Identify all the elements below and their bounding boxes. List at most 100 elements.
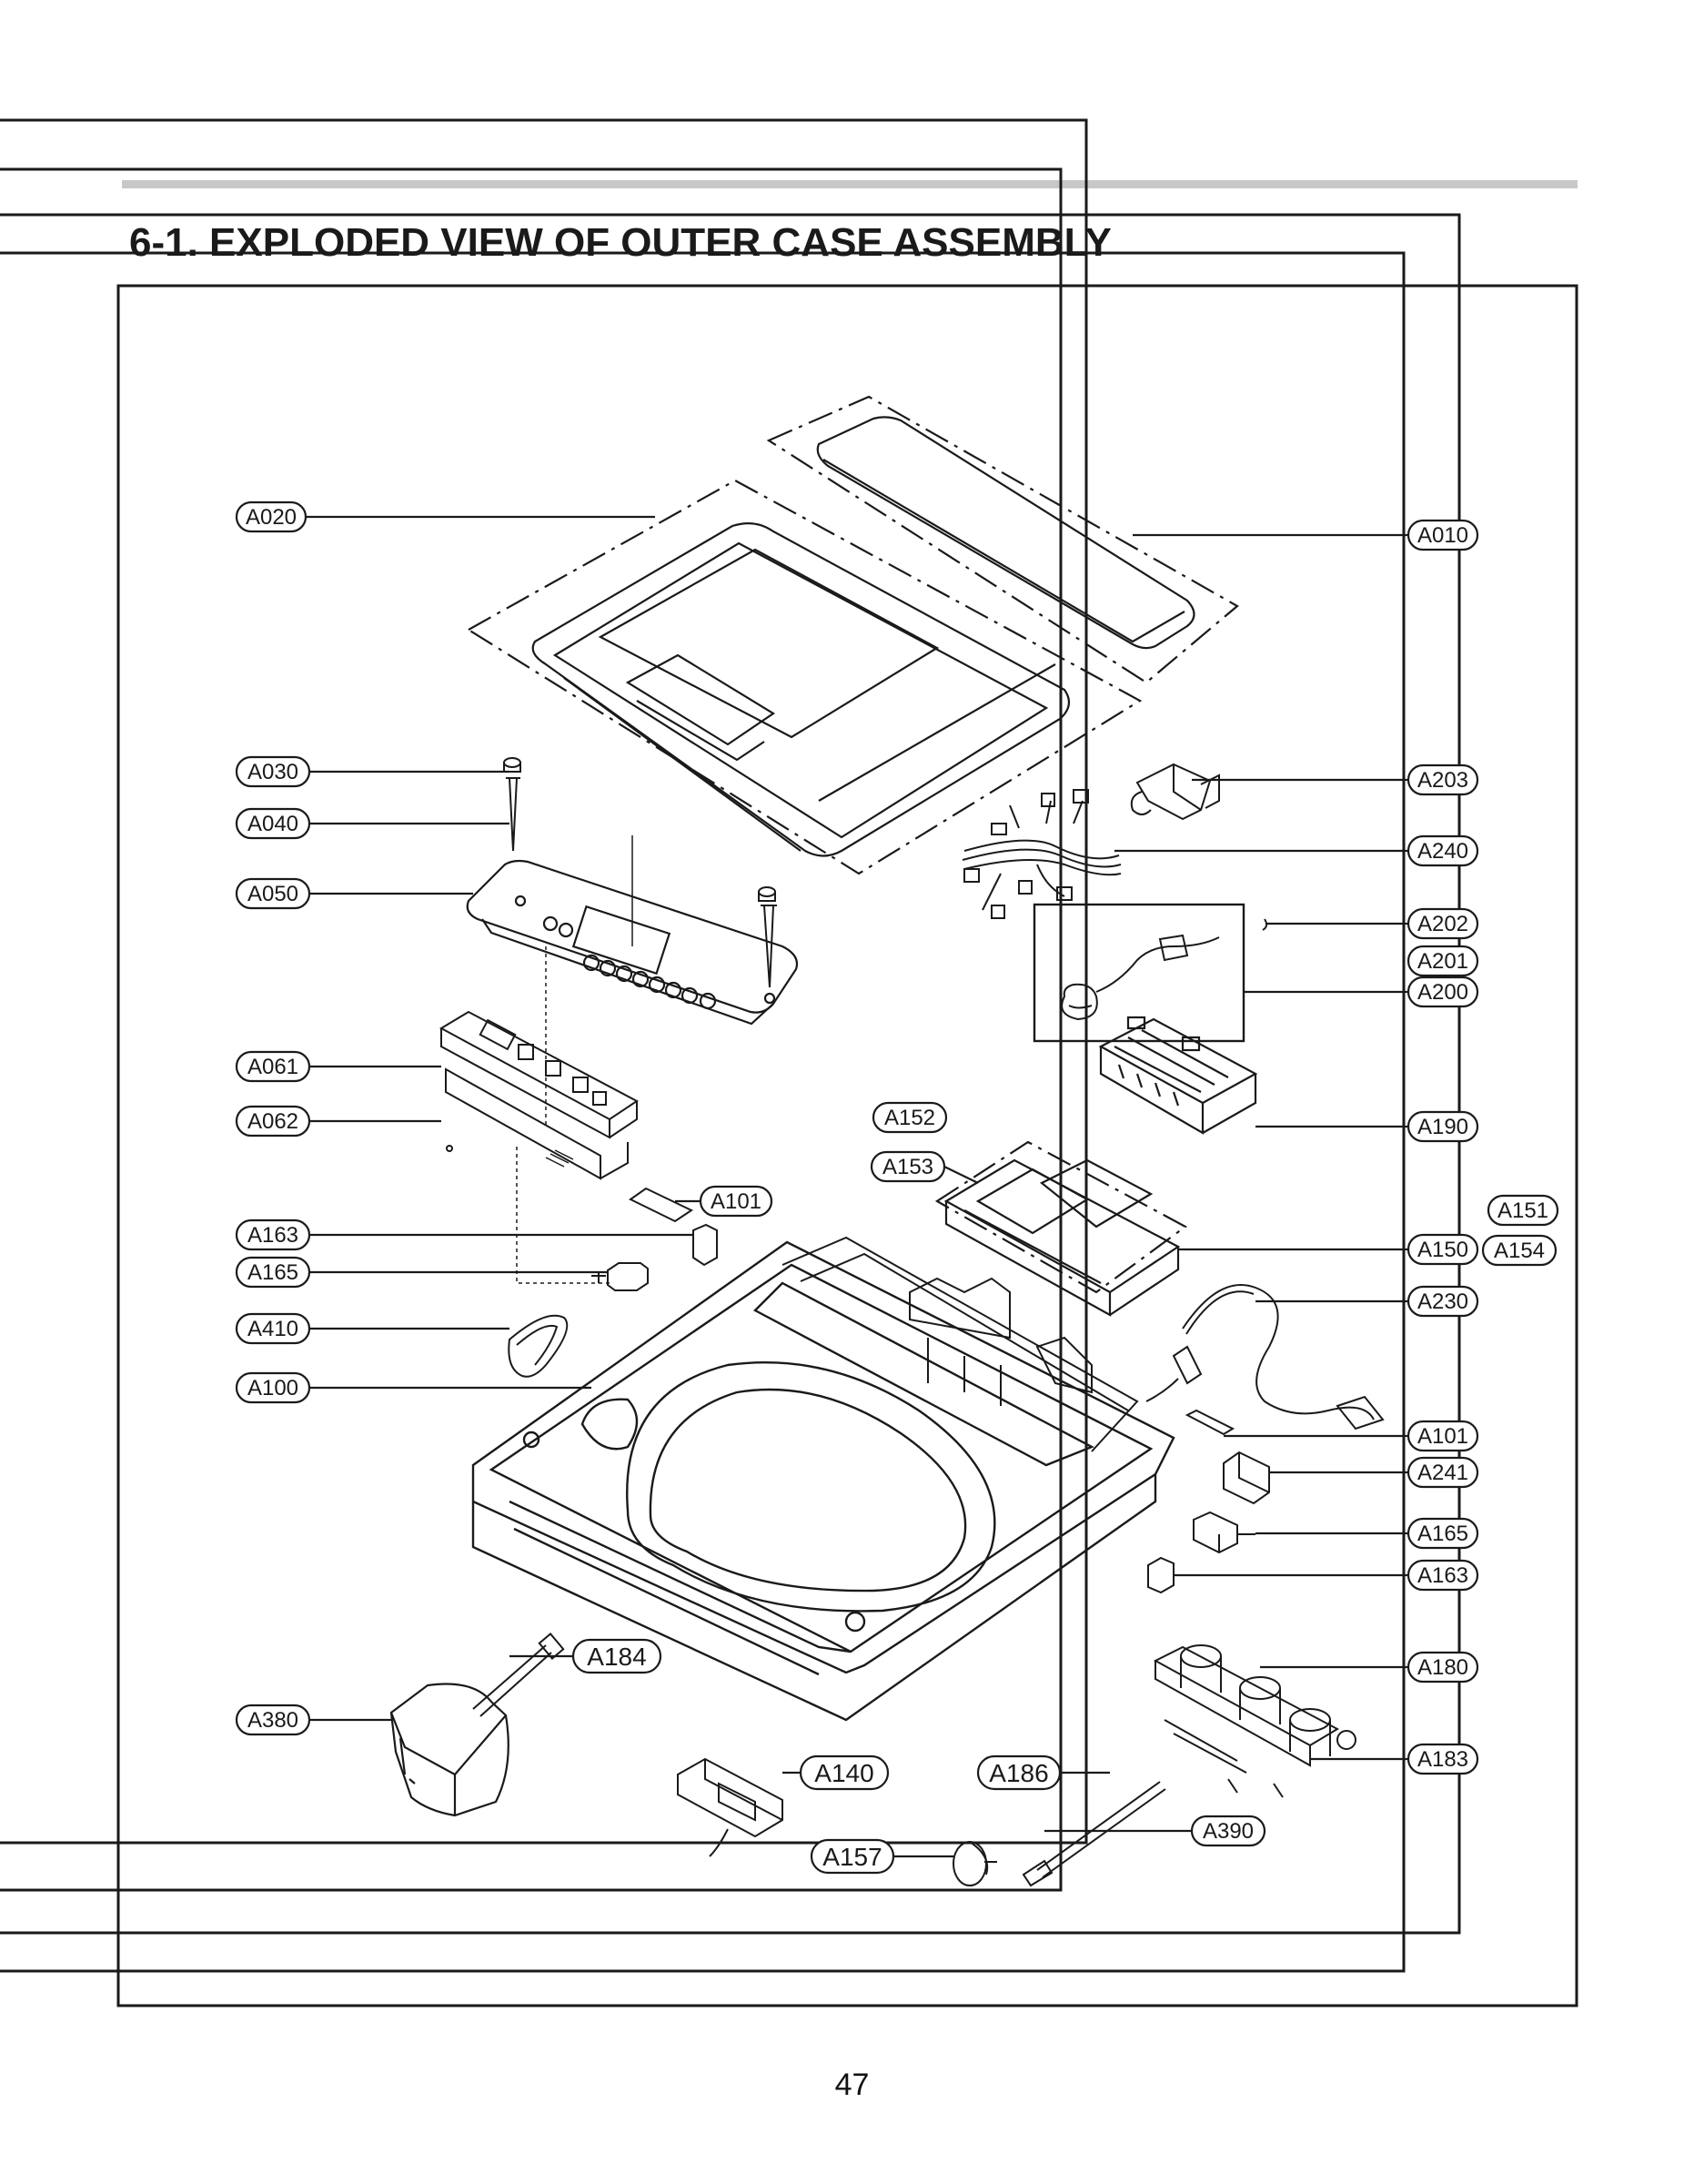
callout-a030 xyxy=(235,755,311,788)
top-lid-part xyxy=(466,479,1143,875)
callout-bubbles xyxy=(235,500,1559,1875)
water-valve-part xyxy=(1153,1644,1356,1798)
filter-box-part xyxy=(1098,1016,1258,1135)
cabinet-rear-frame xyxy=(781,1236,1139,1452)
callout-a190 xyxy=(1407,1110,1479,1143)
callout-a180 xyxy=(1407,1651,1479,1684)
callout-a157 xyxy=(810,1838,895,1875)
callout-a152 xyxy=(872,1101,948,1134)
callout-a154 xyxy=(1481,1234,1558,1267)
callout-a201 xyxy=(1407,945,1479,977)
dispenser-part xyxy=(934,1140,1188,1317)
label-a190: A190 xyxy=(1417,1115,1468,1139)
callout-a061 xyxy=(235,1050,311,1083)
label-a241: A241 xyxy=(1417,1461,1468,1485)
callout-a062 xyxy=(235,1105,311,1138)
page-number: 47 xyxy=(834,2068,870,2102)
callout-a186 xyxy=(976,1754,1062,1791)
callout-a020 xyxy=(235,500,308,533)
right-small-parts xyxy=(1147,1409,1270,1594)
label-a062: A062 xyxy=(247,1109,298,1134)
callout-a150 xyxy=(1407,1233,1479,1266)
label-a157: A157 xyxy=(822,1843,882,1871)
callout-a410 xyxy=(235,1312,311,1345)
control-panel-part xyxy=(466,835,799,1128)
callout-a040 xyxy=(235,807,311,840)
wire-harness-part xyxy=(962,789,1122,919)
label-a390: A390 xyxy=(1203,1819,1254,1844)
label-a165-right: A165 xyxy=(1417,1522,1468,1546)
callout-a100 xyxy=(235,1371,311,1404)
callout-a050 xyxy=(235,877,311,910)
label-a040: A040 xyxy=(247,812,298,836)
callout-a203 xyxy=(1407,763,1479,796)
callout-a101-right xyxy=(1407,1420,1479,1452)
callout-a380 xyxy=(235,1704,311,1736)
callout-a140 xyxy=(799,1754,890,1791)
callout-a183 xyxy=(1407,1743,1479,1775)
label-a152: A152 xyxy=(884,1106,935,1130)
callout-a390 xyxy=(1190,1815,1266,1847)
label-a200: A200 xyxy=(1417,980,1468,1005)
cap-part xyxy=(953,1841,997,1886)
callout-a240 xyxy=(1407,834,1479,867)
label-a180: A180 xyxy=(1417,1655,1468,1680)
callout-a200 xyxy=(1407,976,1479,1008)
drain-duct-part xyxy=(389,1683,509,1817)
callout-a165-left xyxy=(235,1256,311,1289)
callout-a202 xyxy=(1407,907,1479,940)
label-a061: A061 xyxy=(247,1055,298,1079)
label-a183: A183 xyxy=(1417,1747,1468,1772)
label-a150: A150 xyxy=(1417,1238,1468,1262)
door-switch-part xyxy=(1130,763,1220,821)
cabinet-top-part xyxy=(471,1240,1175,1722)
label-a184: A184 xyxy=(587,1643,646,1671)
label-a203: A203 xyxy=(1417,768,1468,793)
label-a230: A230 xyxy=(1417,1289,1468,1314)
power-cord-part xyxy=(1145,1284,1385,1431)
callout-a163-right xyxy=(1407,1559,1479,1592)
label-a030: A030 xyxy=(247,760,298,784)
label-a240: A240 xyxy=(1417,839,1468,864)
label-a154: A154 xyxy=(1494,1239,1545,1263)
label-a050: A050 xyxy=(247,882,298,906)
label-a100: A100 xyxy=(247,1376,298,1400)
label-a201: A201 xyxy=(1417,949,1468,974)
frame-outlines xyxy=(0,118,1578,2007)
label-a186: A186 xyxy=(989,1759,1048,1787)
top-panel-part xyxy=(766,395,1239,684)
label-a101-right: A101 xyxy=(1417,1424,1468,1449)
label-a163-left: A163 xyxy=(247,1223,298,1248)
callout-a163-left xyxy=(235,1218,311,1251)
callout-labels: A020 A010 A030 A040 A050 A203 A240 A202 … xyxy=(246,505,1548,1871)
left-small-parts xyxy=(508,1187,718,1378)
pcb-assembly-part xyxy=(439,1010,639,1284)
screw-parts xyxy=(503,757,777,988)
callout-a101-left xyxy=(699,1185,773,1218)
callout-a184 xyxy=(571,1638,662,1674)
label-a380: A380 xyxy=(247,1708,298,1733)
callout-a241 xyxy=(1407,1456,1479,1489)
label-a020: A020 xyxy=(246,505,297,530)
callout-a165-right xyxy=(1407,1517,1479,1550)
label-a163-right: A163 xyxy=(1417,1563,1468,1588)
label-a151: A151 xyxy=(1497,1198,1548,1223)
label-a410: A410 xyxy=(247,1317,298,1341)
pressure-switch-part xyxy=(1033,903,1268,1043)
label-a101-left: A101 xyxy=(711,1189,761,1214)
label-a153: A153 xyxy=(882,1155,933,1179)
label-a202: A202 xyxy=(1417,912,1468,936)
callout-a153 xyxy=(870,1150,946,1183)
label-a010: A010 xyxy=(1417,523,1468,548)
callout-a151 xyxy=(1487,1194,1559,1227)
header-rule xyxy=(122,180,1578,188)
callout-a230 xyxy=(1407,1285,1479,1318)
hose-parts xyxy=(472,1633,1166,1887)
label-a165-left: A165 xyxy=(247,1260,298,1285)
pump-housing-part xyxy=(677,1757,783,1857)
leader-lines xyxy=(306,515,1427,1858)
callout-a010 xyxy=(1407,519,1479,551)
label-a140: A140 xyxy=(814,1759,873,1787)
